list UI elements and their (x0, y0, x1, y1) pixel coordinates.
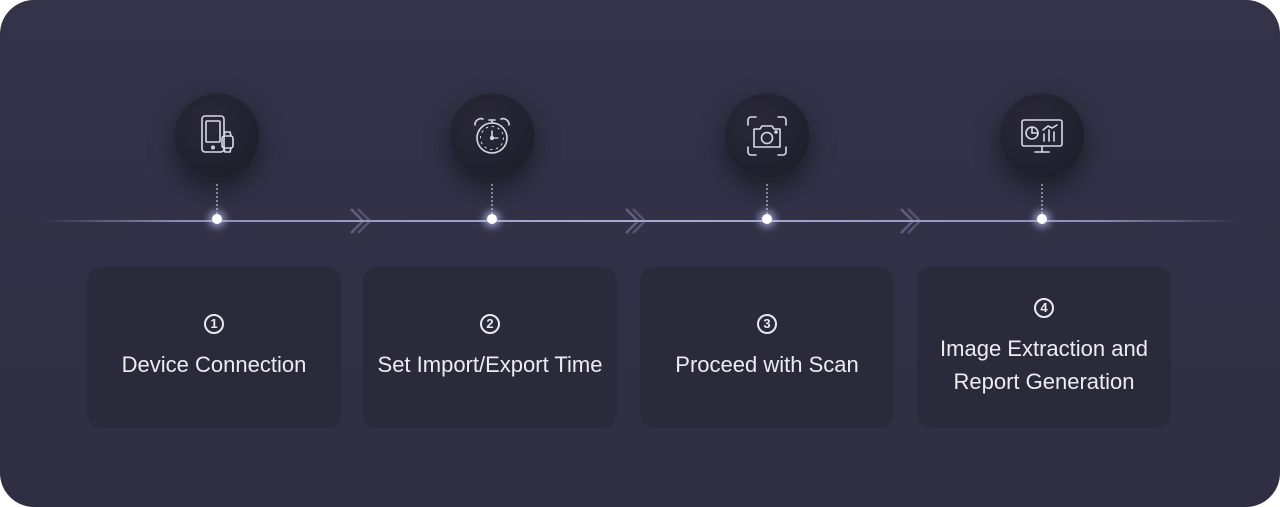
step-2-connector (491, 184, 493, 214)
chevron-right-icon (900, 208, 922, 234)
step-4-connector (1041, 184, 1043, 214)
step-4-label: Image Extraction and Report Generation (940, 335, 1148, 394)
step-3-label: Proceed with Scan (675, 352, 859, 377)
step-1-label: Device Connection (121, 352, 307, 377)
step-3-node (762, 214, 772, 224)
step-3-icon-circle (724, 93, 810, 179)
step-2-node (487, 214, 497, 224)
chevron-right-icon (350, 208, 372, 234)
step-4-icon-circle (999, 93, 1085, 179)
step-1-node (212, 214, 222, 224)
alarm-clock-icon (474, 117, 510, 154)
chevron-right-icon (625, 208, 647, 234)
step-4-card: 4 Image Extraction and Report Generation (917, 267, 1171, 428)
step-4-number: 4 (1034, 297, 1054, 318)
step-4-node (1037, 214, 1047, 224)
timeline-line (40, 220, 1240, 222)
camera-scan-icon (747, 116, 787, 156)
step-2-icon-circle (449, 93, 535, 179)
step-2-label: Set Import/Export Time (377, 352, 603, 377)
step-1-card: 1 Device Connection (87, 267, 341, 428)
step-1-number: 1 (204, 314, 224, 334)
report-monitor-icon (1021, 119, 1063, 153)
step-3-connector (766, 184, 768, 214)
step-2-number: 2 (480, 314, 500, 334)
step-2-card: 2 Set Import/Export Time (363, 267, 617, 428)
step-3-card: 3 Proceed with Scan (640, 267, 894, 428)
step-1-connector (216, 184, 218, 214)
step-3-number: 3 (757, 314, 777, 334)
tablet-watch-icon (201, 115, 234, 153)
step-1-icon-circle (174, 93, 260, 179)
